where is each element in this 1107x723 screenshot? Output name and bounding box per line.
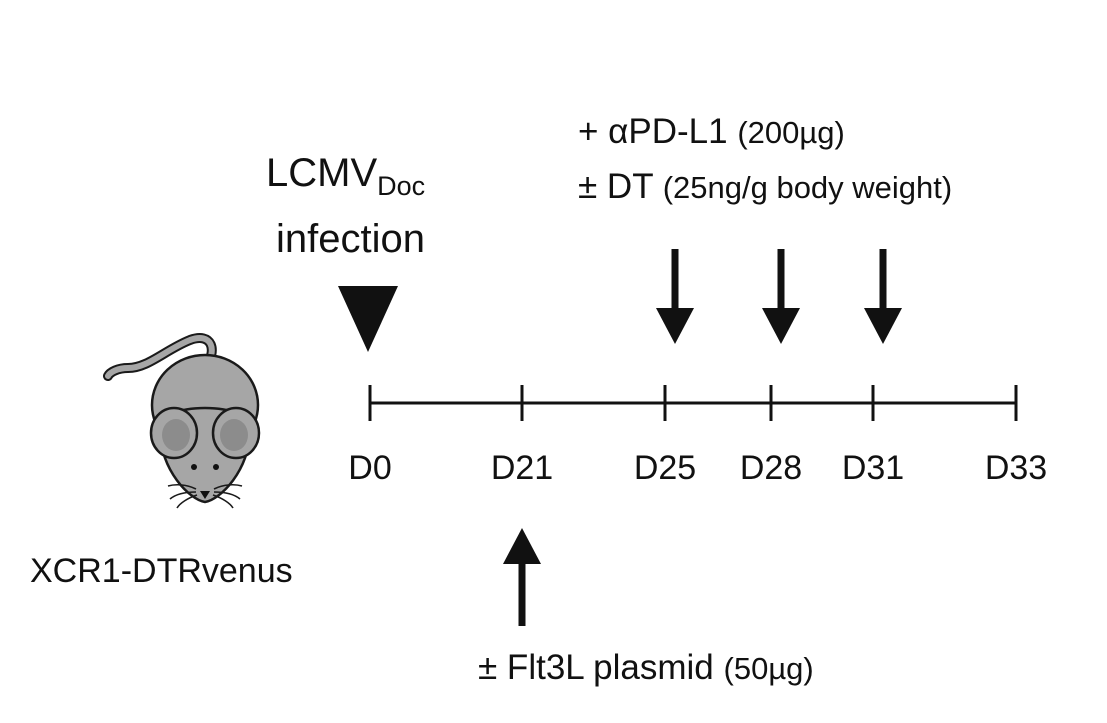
infection-label-main: LCMV <box>266 151 378 195</box>
timeline-tick-label-d0: D0 <box>348 449 392 487</box>
flt3l-label: ± Flt3L plasmid (50µg) <box>478 648 814 688</box>
flt3l-label-main: ± Flt3L plasmid <box>478 648 714 687</box>
timeline-ticks <box>368 385 1018 421</box>
treatment-line-1: + αPD-L1 (200µg) <box>578 112 845 152</box>
treatment-arrow-d31-icon <box>864 249 902 344</box>
mouse-icon <box>103 333 261 509</box>
treatment-dt-dose: (25ng/g body weight) <box>662 170 953 205</box>
infection-label-subscript: Doc <box>377 171 426 201</box>
flt3l-dose: (50µg) <box>723 651 814 686</box>
treatment-line-2: ± DT (25ng/g body weight) <box>578 167 952 207</box>
treatment-dt-label: ± DT <box>578 167 653 206</box>
timeline-tick-label-d33: D33 <box>984 449 1048 487</box>
treatment-arrow-d25-icon <box>656 249 694 344</box>
infection-marker-icon <box>338 286 398 352</box>
infection-label: LCMVDoc <box>266 151 425 202</box>
flt3l-arrow-icon <box>503 528 541 626</box>
mouse-strain-label: XCR1-DTRvenus <box>30 552 293 590</box>
treatment-arrows <box>656 249 902 344</box>
treatment-arrow-d28-icon <box>762 249 800 344</box>
treatment-apdl1-label: + αPD-L1 <box>578 112 728 151</box>
timeline-tick-label-d28: D28 <box>739 449 803 487</box>
timeline-tick-label-d25: D25 <box>633 449 697 487</box>
timeline-tick-label-d31: D31 <box>841 449 905 487</box>
timeline-tick-label-d21: D21 <box>490 449 554 487</box>
treatment-apdl1-dose: (200µg) <box>737 115 845 150</box>
infection-label-line2: infection <box>276 217 425 261</box>
